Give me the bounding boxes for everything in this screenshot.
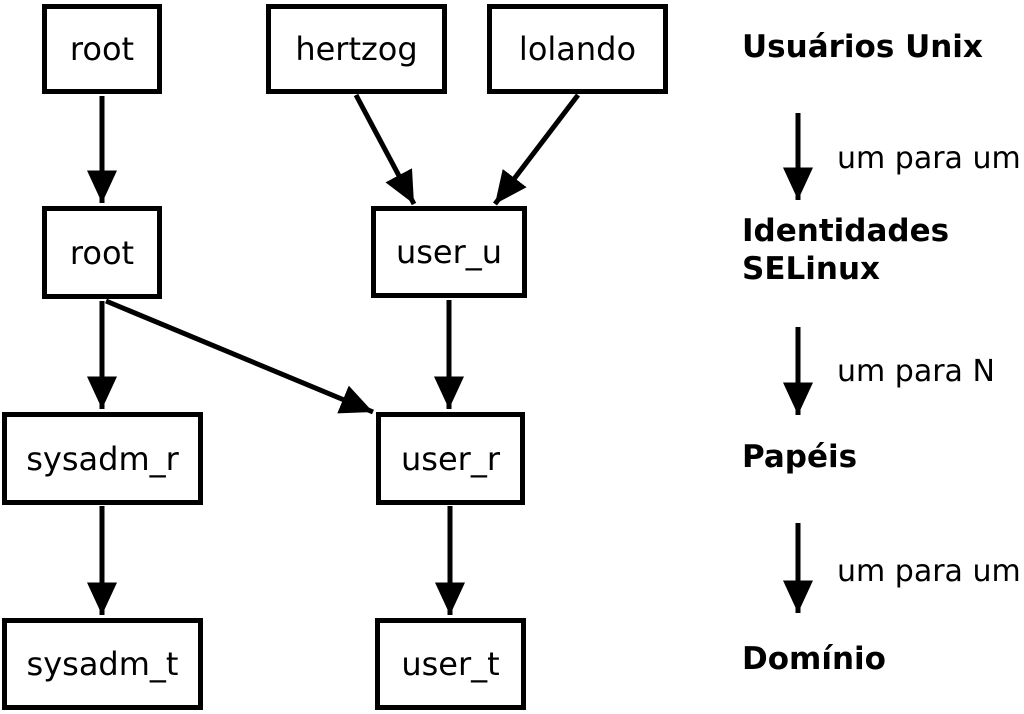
legend-mapping-one-to-n: um para N xyxy=(837,354,995,389)
legend-stage-roles: Papéis xyxy=(742,439,858,475)
box-selinux-identity-user-u: user_u xyxy=(371,206,527,298)
arrow-hertzog-to-useru xyxy=(353,93,417,206)
box-domain-sysadm-t: sysadm_t xyxy=(2,618,203,710)
box-unix-user-hertzog: hertzog xyxy=(266,4,447,94)
box-role-sysadm-r: sysadm_r xyxy=(2,412,203,505)
legend-stage-unix-users: Usuários Unix xyxy=(742,29,983,65)
box-role-user-r: user_r xyxy=(376,412,525,505)
legend-mapping-one-to-one-2: um para um xyxy=(837,554,1021,589)
legend-stage-domain: Domínio xyxy=(742,641,886,677)
box-selinux-identity-root: root xyxy=(42,206,162,299)
box-unix-user-lolando: lolando xyxy=(487,4,668,94)
legend-stage-selinux-identities: Identidades SELinux xyxy=(742,213,950,287)
arrow-rootsel-to-userr xyxy=(105,298,374,415)
box-domain-user-t: user_t xyxy=(375,618,526,710)
box-unix-user-root: root xyxy=(42,4,162,94)
arrow-lolando-to-useru xyxy=(493,93,580,206)
legend-mapping-one-to-one-1: um para um xyxy=(837,141,1021,176)
